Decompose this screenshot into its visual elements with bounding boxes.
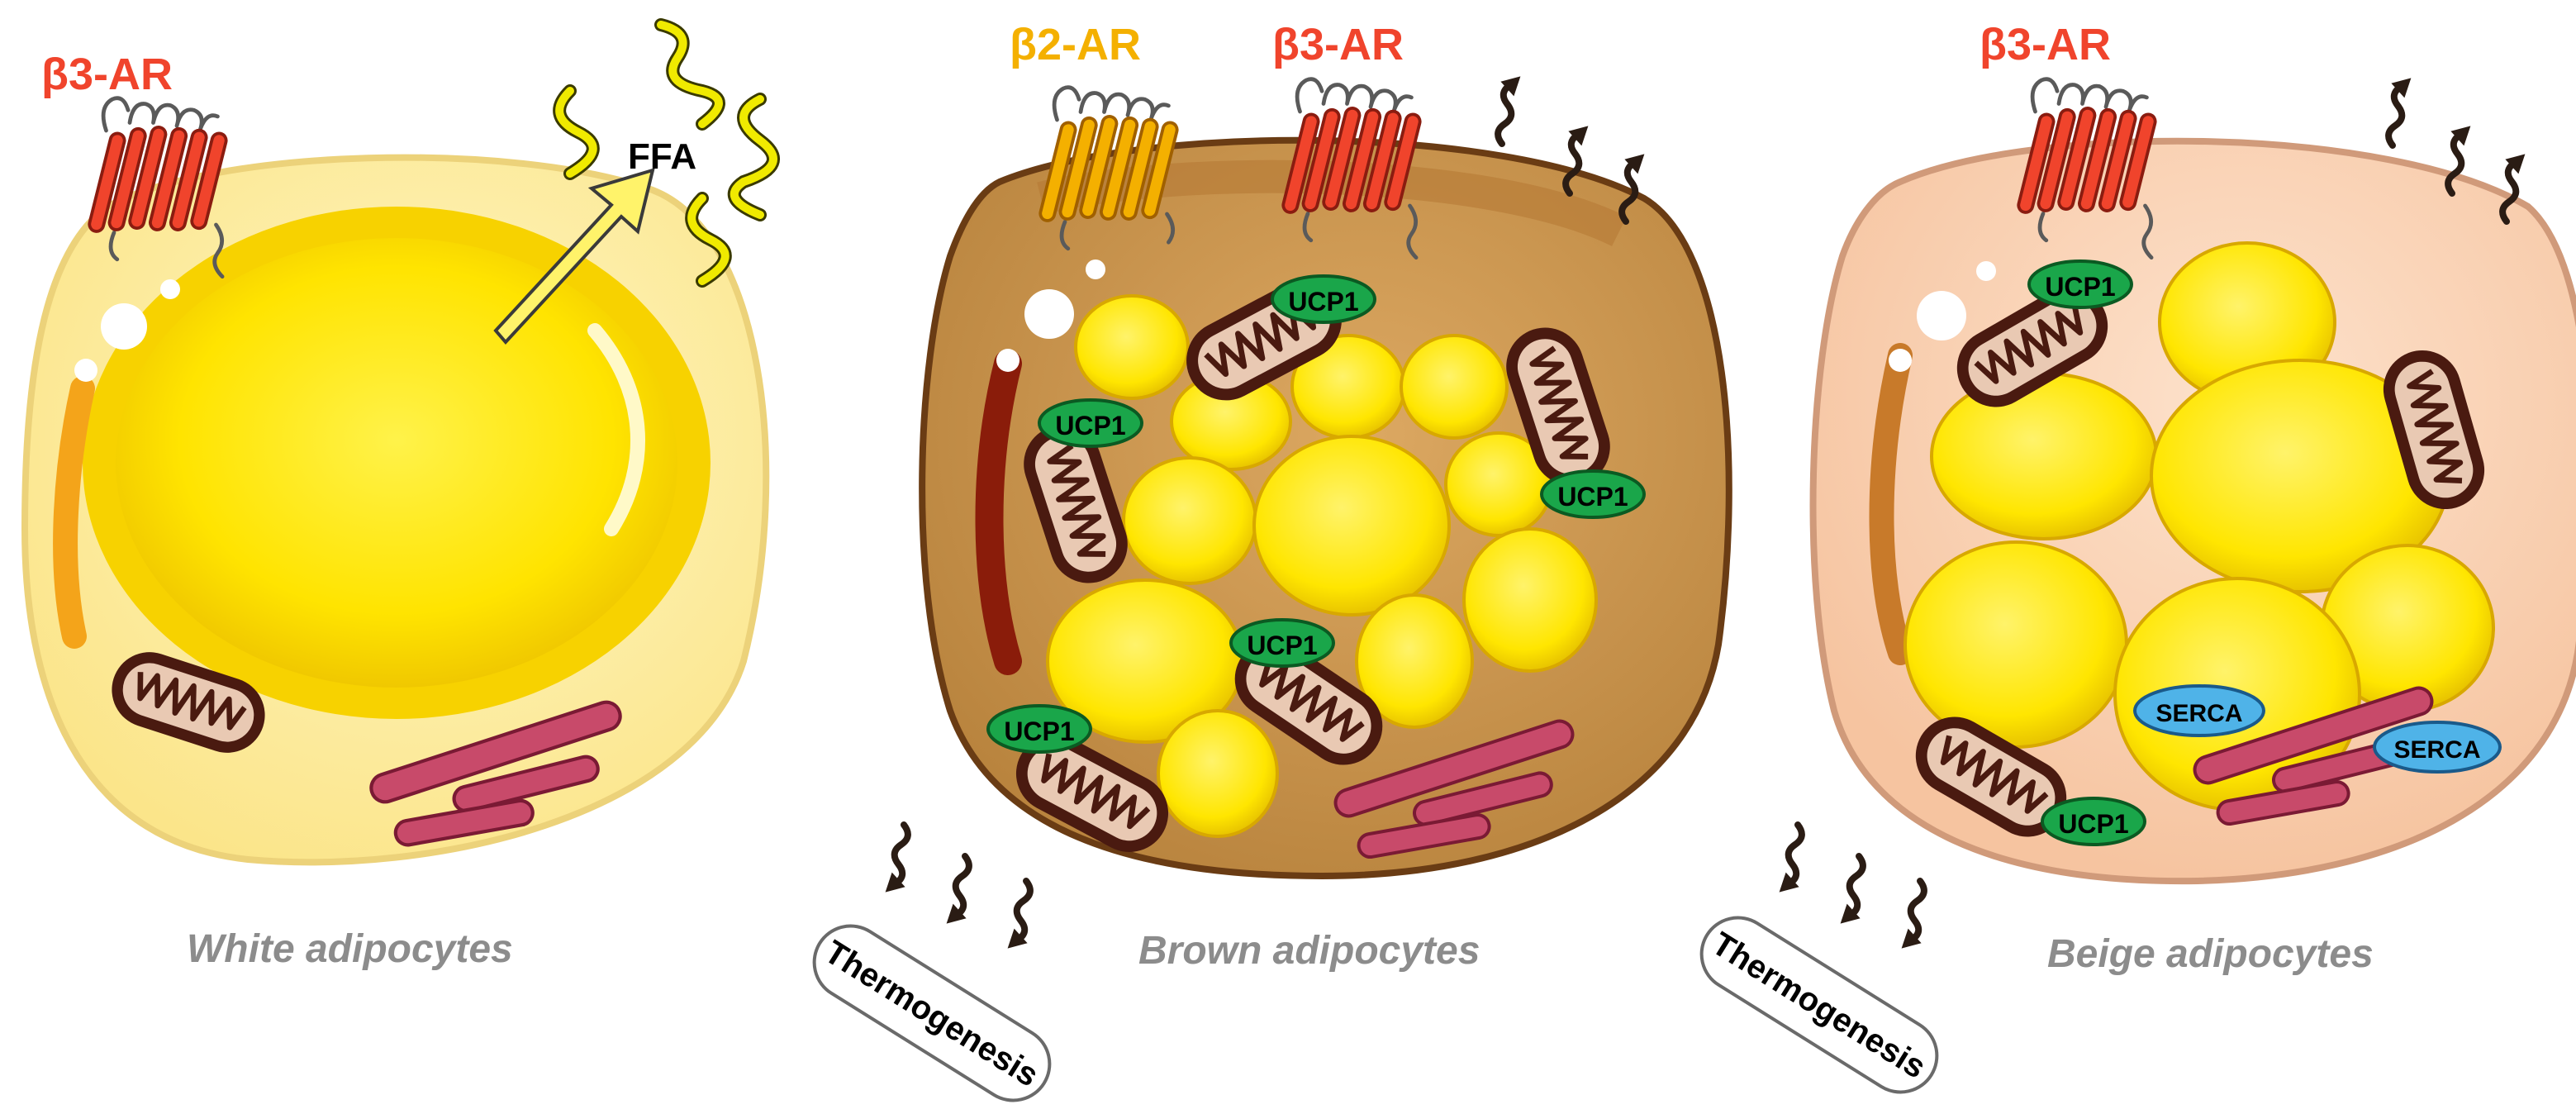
brown-lipid-droplets [1046, 294, 1598, 838]
svg-text:Thermogenesis: Thermogenesis [818, 934, 1044, 1094]
beige-ucp1-badge: UCP1 [2041, 797, 2146, 846]
brown-ucp1-badge: UCP1 [1038, 398, 1143, 448]
beige-beta3-label: β3-AR [1980, 20, 2111, 69]
brown-beta2-label: β2-AR [1010, 20, 1141, 69]
beige-serca-badge: SERCA [2373, 721, 2502, 774]
brown-ucp1-badge: UCP1 [1229, 618, 1335, 668]
svg-text:SERCA: SERCA [2393, 736, 2480, 764]
brown-caption: Brown adipocytes [1138, 929, 1480, 973]
brown-adipocyte-panel: UCP1 UCP1 UCP1 UCP1 UCP1 β2-AR β3-AR [812, 20, 1732, 1102]
svg-text:UCP1: UCP1 [1247, 631, 1317, 660]
svg-text:UCP1: UCP1 [1004, 716, 1074, 746]
beige-caption: Beige adipocytes [2047, 932, 2374, 976]
heat-arrow-icon [886, 825, 908, 893]
beige-serca-badge: SERCA [2133, 684, 2265, 737]
heat-arrow-icon [1780, 825, 1802, 893]
svg-text:UCP1: UCP1 [2045, 272, 2115, 302]
beige-adipocyte-panel: UCP1 UCP1 SERCA SERCA β3-AR Thermogenesi… [1699, 20, 2576, 1094]
heat-arrow-icon [1498, 76, 1520, 144]
beige-nucleus [1869, 343, 1913, 665]
svg-text:UCP1: UCP1 [2058, 809, 2128, 839]
brown-ucp1-badge: UCP1 [1271, 274, 1376, 324]
heat-arrow-icon [947, 856, 969, 924]
beige-ucp1-badge: UCP1 [2027, 259, 2133, 309]
white-nucleus [53, 376, 95, 649]
svg-text:UCP1: UCP1 [1288, 287, 1358, 317]
heat-arrow-icon [1902, 881, 1924, 949]
svg-text:Thermogenesis: Thermogenesis [1705, 926, 1932, 1086]
brown-ucp1-badge: UCP1 [1540, 469, 1646, 519]
white-beta3-label: β3-AR [41, 50, 173, 99]
beige-lipid-droplets [1903, 241, 2495, 812]
svg-text:SERCA: SERCA [2155, 700, 2242, 727]
ffa-label: FFA [628, 136, 696, 177]
brown-beta3-label: β3-AR [1272, 20, 1404, 69]
heat-arrow-icon [1008, 881, 1030, 949]
brown-nucleus [975, 350, 1022, 675]
heat-arrow-icon [2388, 78, 2411, 145]
white-caption: White adipocytes [187, 927, 513, 971]
ffa-release-arrow-icon [493, 168, 655, 345]
white-adipocyte-panel: FFA β3-AR White adipocytes [21, 18, 780, 971]
brown-ucp1-badge: UCP1 [986, 704, 1092, 754]
heat-arrow-icon [1841, 856, 1863, 924]
svg-text:UCP1: UCP1 [1557, 482, 1628, 512]
svg-text:UCP1: UCP1 [1055, 411, 1125, 440]
